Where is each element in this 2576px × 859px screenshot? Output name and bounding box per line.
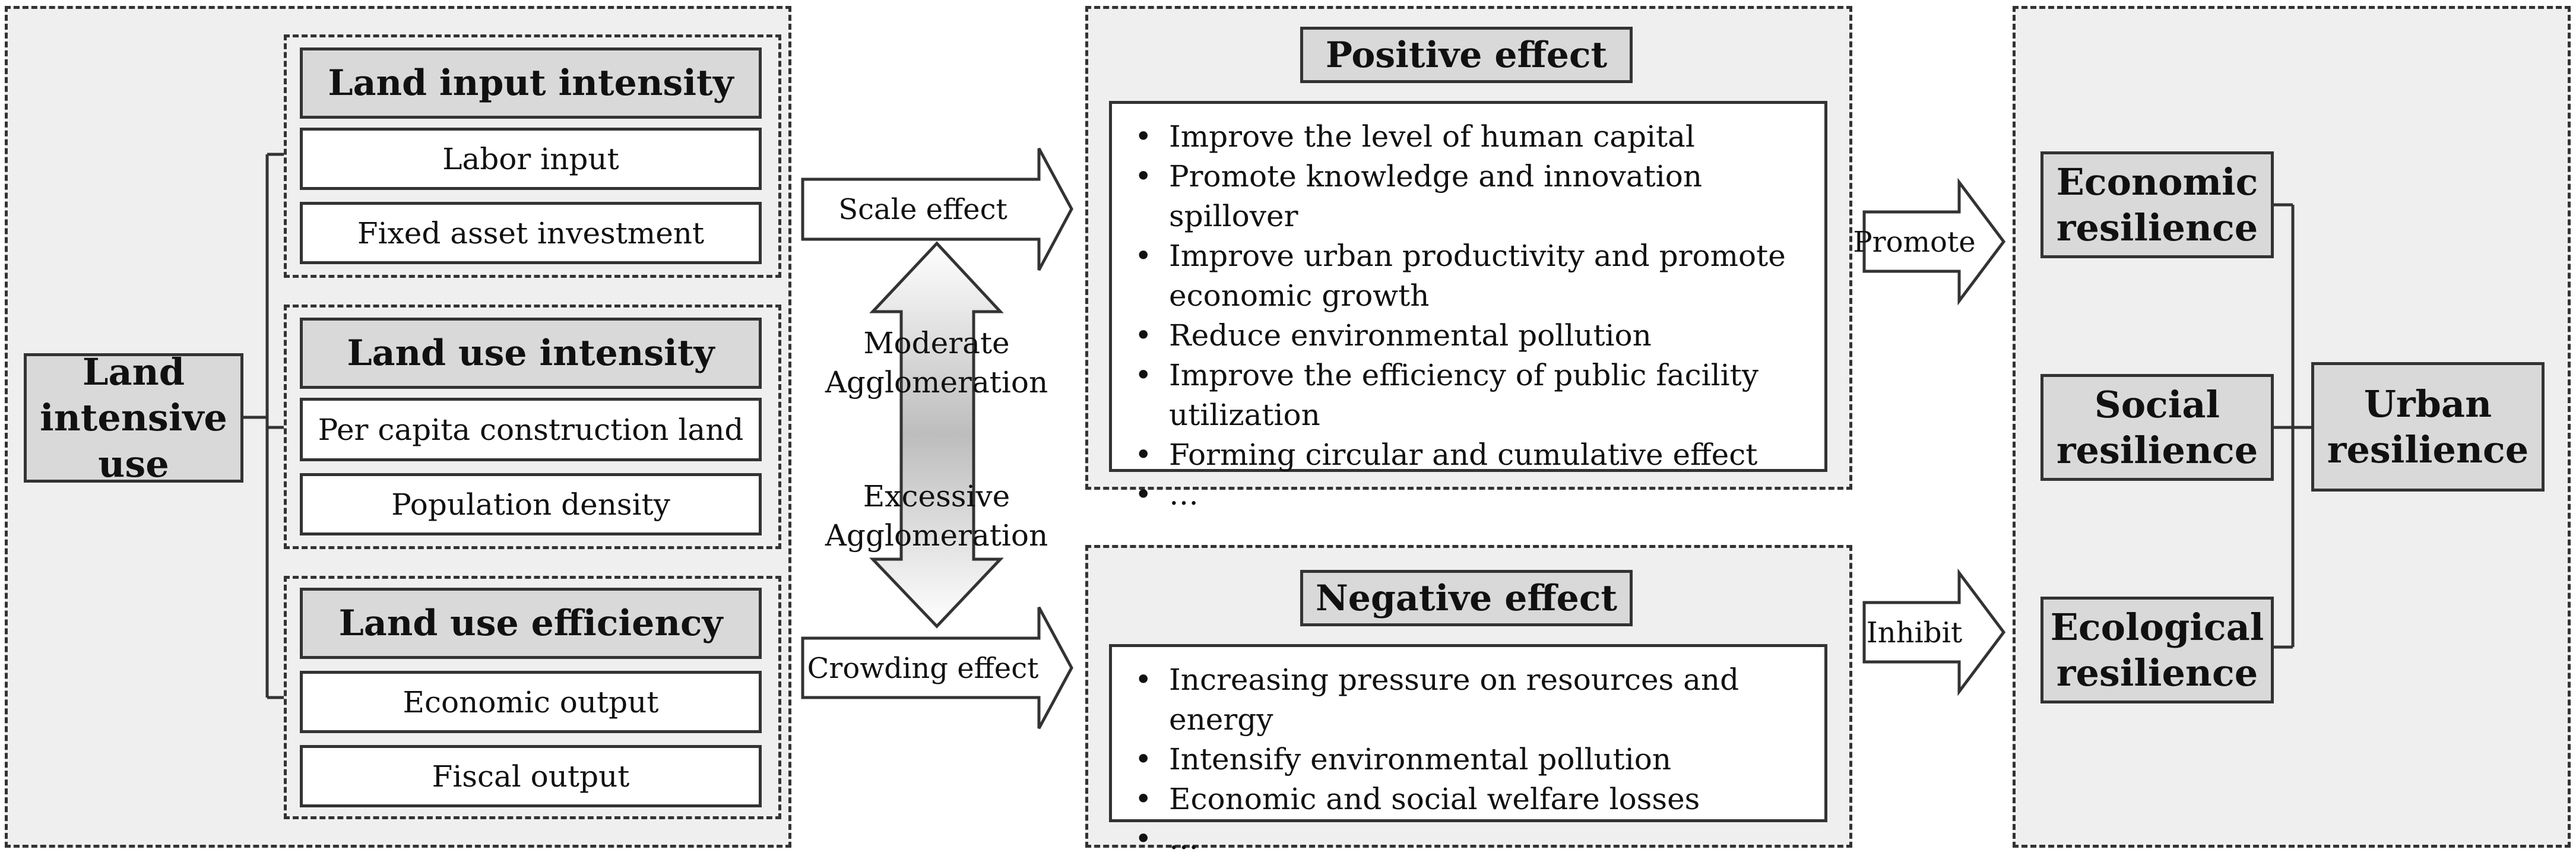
land-use-efficiency-group [284,576,781,819]
fiscal-output-box: Fiscal output [300,745,762,807]
land-input-intensity-group [284,34,781,278]
list-item: Increasing pressure on resources and ene… [1112,660,1824,740]
positive-effect-list: Improve the level of human capital Promo… [1109,101,1827,515]
crowding-effect-label: Crowding effect [807,651,1039,685]
economic-output-box: Economic output [300,671,762,733]
population-density-box: Population density [300,473,762,535]
labor-input-box: Labor input [300,128,762,190]
list-item: Economic and social welfare losses [1112,779,1824,819]
inhibit-label: Inhibit [1866,616,1963,649]
land-intensive-use-box: Land intensive use [24,350,243,486]
list-item: Improve the efficiency of public facilit… [1112,356,1824,435]
list-item: … [1112,475,1824,515]
excessive-agglomeration-label: Excessive Agglomeration [825,479,1048,553]
list-item: Reduce environmental pollution [1112,316,1824,356]
list-item: Improve urban productivity and promote e… [1112,236,1824,316]
positive-effect-header: Positive effect [1300,27,1633,83]
moderate-agglomeration-label: Moderate Agglomeration [825,326,1048,400]
list-item: Intensify environmental pollution [1112,740,1824,779]
list-item: Improve the level of human capital [1112,117,1824,157]
list-item: Forming circular and cumulative effect [1112,435,1824,475]
promote-arrow [1862,177,2006,306]
list-item: … [1112,819,1824,859]
promote-label: Promote [1853,225,1976,259]
ecological-resilience-box: Ecological resilience [2040,597,2274,703]
inhibit-arrow [1862,568,2006,696]
land-use-intensity-group [284,305,781,549]
social-resilience-box: Social resilience [2040,374,2274,481]
scale-effect-label: Scale effect [838,192,1007,226]
economic-resilience-box: Economic resilience [2040,151,2274,258]
fixed-asset-investment-box: Fixed asset investment [300,202,762,264]
land-use-efficiency-header: Land use efficiency [300,588,762,659]
negative-effect-list: Increasing pressure on resources and ene… [1109,644,1827,859]
list-item: Promote knowledge and innovation spillov… [1112,157,1824,236]
crowding-effect-arrow [801,606,1073,730]
land-use-intensity-header: Land use intensity [300,318,762,389]
negative-effect-header: Negative effect [1300,570,1633,626]
land-input-intensity-header: Land input intensity [300,47,762,119]
per-capita-construction-land-box: Per capita construction land [300,398,762,461]
scale-effect-arrow [801,147,1073,271]
urban-resilience-box: Urban resilience [2311,362,2545,492]
agglomeration-double-arrow [869,241,1004,629]
